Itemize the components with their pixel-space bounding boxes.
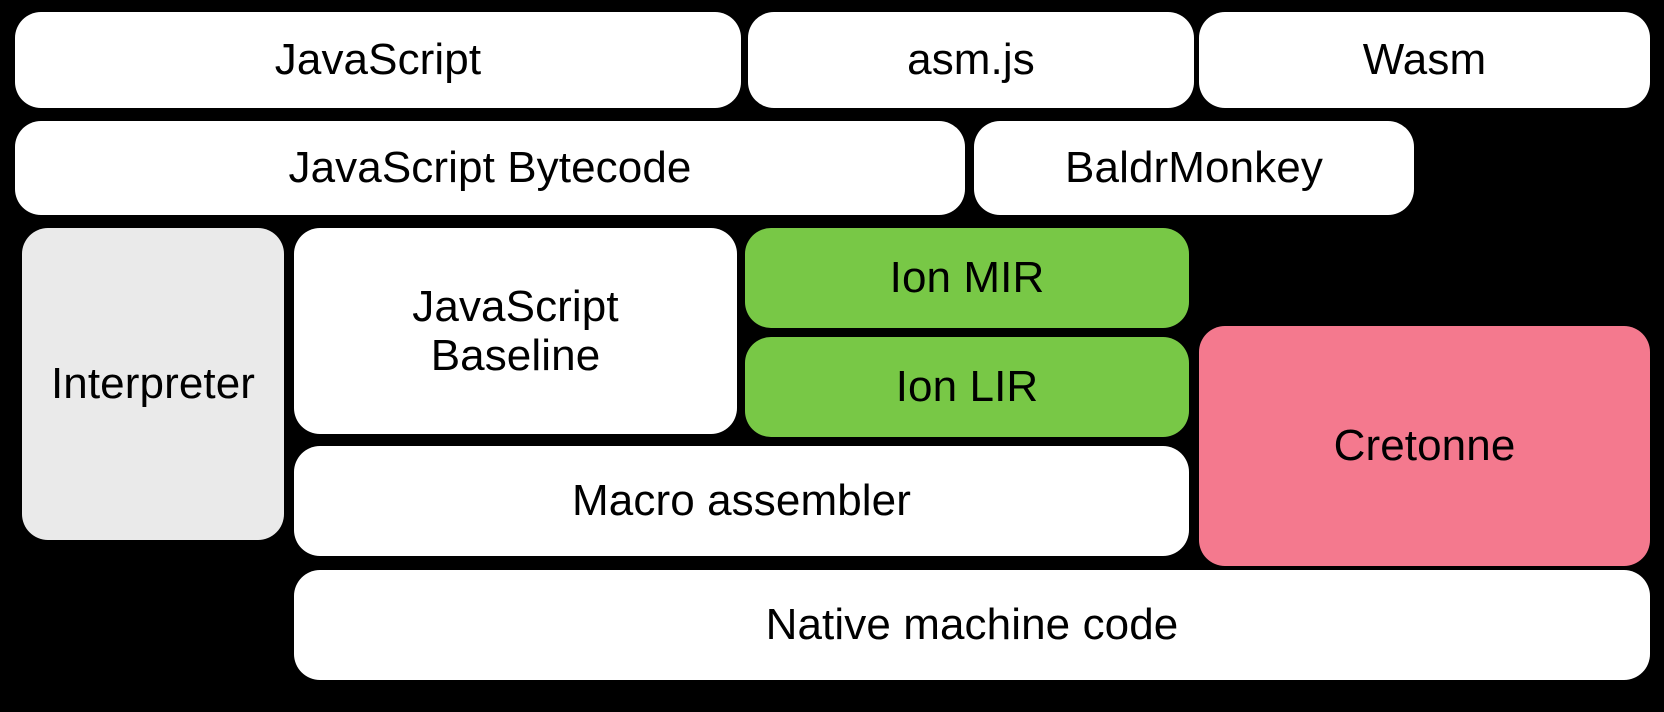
block-asm-js[interactable]: asm.js <box>748 12 1194 108</box>
block-javascript-baseline[interactable]: JavaScript Baseline <box>294 228 737 434</box>
block-ion-mir[interactable]: Ion MIR <box>745 228 1189 328</box>
block-cretonne[interactable]: Cretonne <box>1199 326 1650 566</box>
block-javascript[interactable]: JavaScript <box>15 12 741 108</box>
block-javascript-bytecode[interactable]: JavaScript Bytecode <box>15 121 965 215</box>
block-native-machine-code[interactable]: Native machine code <box>294 570 1650 680</box>
block-baldrmonkey[interactable]: BaldrMonkey <box>974 121 1414 215</box>
block-macro-assembler[interactable]: Macro assembler <box>294 446 1189 556</box>
block-ion-lir[interactable]: Ion LIR <box>745 337 1189 437</box>
block-wasm[interactable]: Wasm <box>1199 12 1650 108</box>
block-interpreter[interactable]: Interpreter <box>22 228 284 540</box>
